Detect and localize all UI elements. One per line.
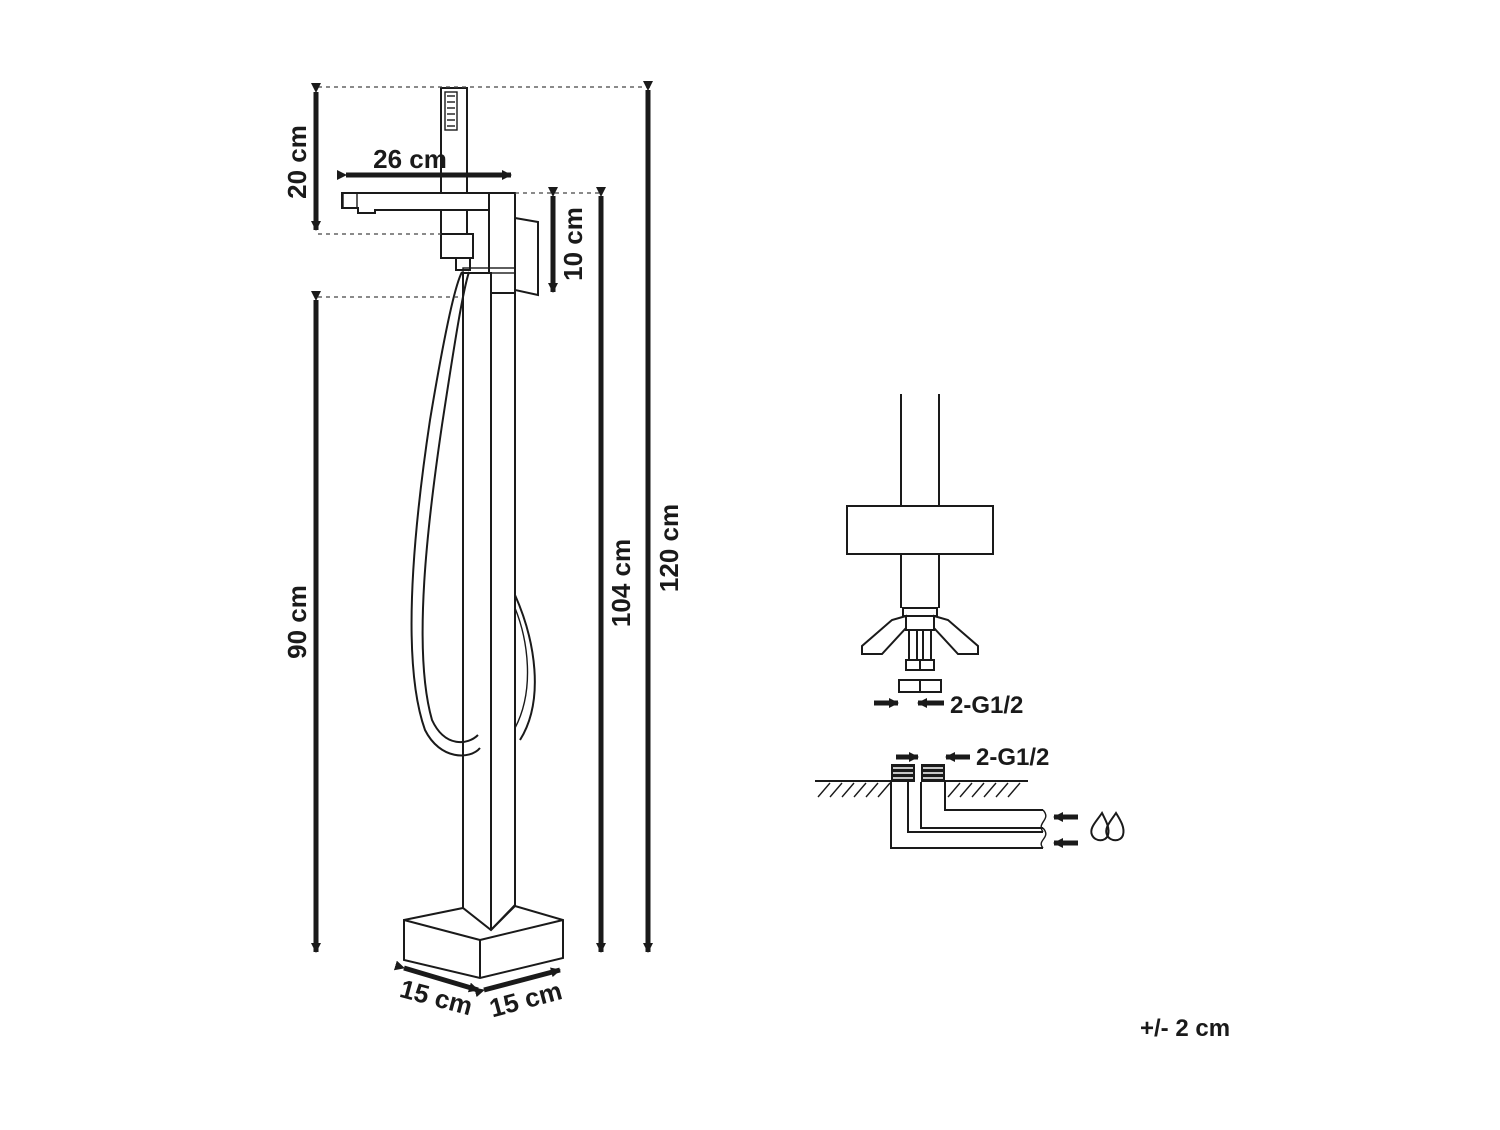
dim-arrow-base-depth xyxy=(393,960,479,993)
water-drops-icon xyxy=(1090,811,1125,842)
hose-back xyxy=(514,594,536,741)
dim-arrow-base-width xyxy=(474,967,561,998)
label-outlet-height: 90 cm xyxy=(282,585,312,659)
label-upper-thread: 2-G1/2 xyxy=(950,692,1023,719)
label-spout-length: 26 cm xyxy=(373,144,447,174)
label-base-width: 15 cm xyxy=(486,975,565,1023)
shower-hose xyxy=(410,271,481,757)
label-total-height: 120 cm xyxy=(654,504,684,592)
dimension-lines xyxy=(311,81,653,998)
column xyxy=(462,192,516,933)
label-lower-thread: 2-G1/2 xyxy=(976,744,1049,771)
hose-back-inner xyxy=(514,607,529,729)
base-connection-detail: 2-G1/2 xyxy=(846,394,1023,719)
floor-connection-detail: 2-G1/2 xyxy=(815,744,1125,849)
label-mixer-height: 10 cm xyxy=(558,207,588,281)
tolerance-note: +/- 2 cm xyxy=(1140,1015,1230,1042)
faucet-outline xyxy=(341,87,564,980)
label-base-depth: 15 cm xyxy=(397,973,476,1021)
label-body-height: 104 cm xyxy=(606,539,636,627)
hand-shower xyxy=(440,87,474,271)
label-handshower-height: 20 cm xyxy=(282,125,312,199)
